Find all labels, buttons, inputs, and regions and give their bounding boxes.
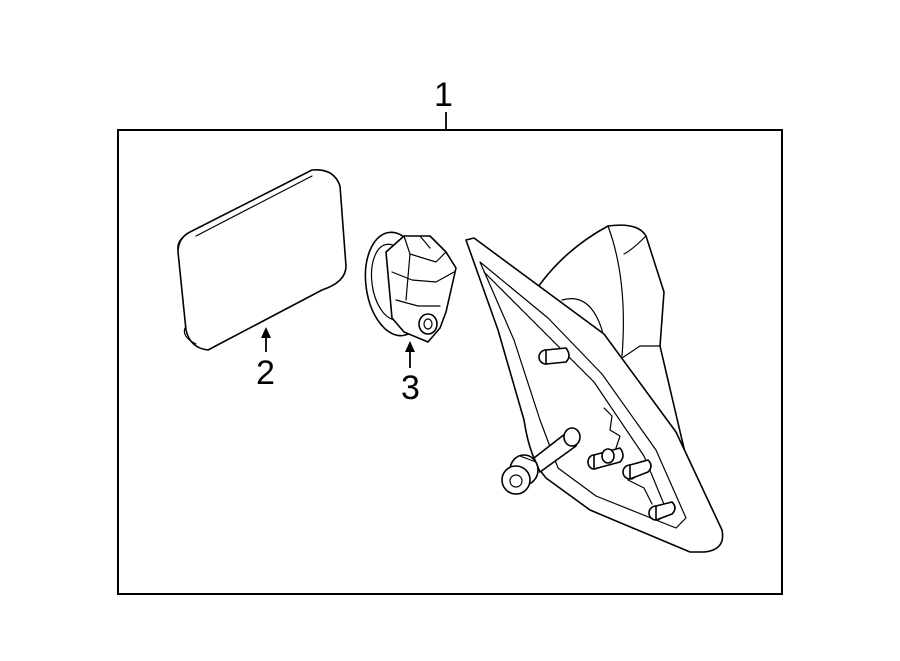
mirror-housing bbox=[465, 224, 724, 553]
callout-3-label: 3 bbox=[401, 369, 420, 407]
actuator-motor bbox=[364, 231, 457, 343]
mounting-bolt bbox=[501, 427, 581, 495]
callout-3-arrowhead bbox=[405, 341, 415, 352]
mirror-glass bbox=[177, 169, 347, 351]
callout-2-arrowhead bbox=[261, 327, 271, 338]
callout-1-label: 1 bbox=[434, 76, 453, 114]
callout-2-label: 2 bbox=[256, 354, 275, 392]
